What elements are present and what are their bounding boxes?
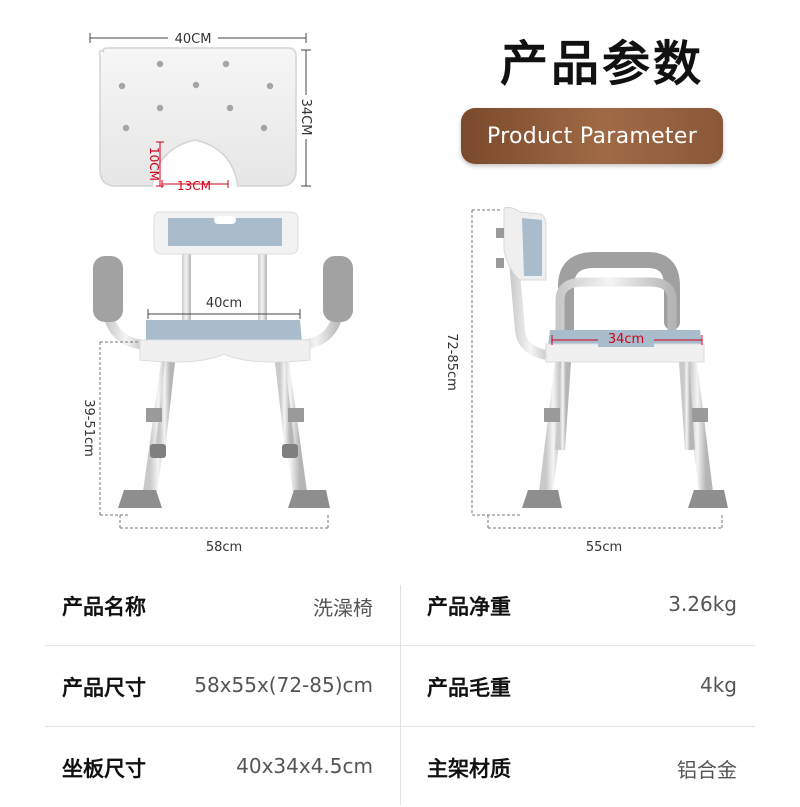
dim-side-seat-depth: 34cm (608, 332, 644, 347)
dim-front-width: 58cm (206, 540, 242, 555)
column-divider (400, 585, 401, 805)
dim-cutout-depth: 10CM (147, 147, 161, 181)
spec-label: 产品净重 (427, 595, 511, 619)
dim-seat-depth-top: 34CM (298, 99, 313, 136)
chair-front-view: 40cm 39-51cm 58cm (81, 211, 353, 555)
spec-value: 铝合金 (677, 758, 737, 782)
dim-seat-width-top: 40CM (175, 32, 212, 47)
page-title: 产品参数 (500, 36, 705, 92)
product-diagram: 40CM 34CM 10CM 13CM (81, 30, 728, 555)
spec-row: 坐板尺寸 40x34x4.5cm 主架材质 铝合金 (45, 727, 755, 807)
spec-label: 主架材质 (427, 757, 511, 781)
dim-side-depth: 55cm (586, 540, 622, 555)
dim-front-height: 39-51cm (81, 399, 96, 457)
spec-table: 产品名称 洗澡椅 产品净重 3.26kg 产品尺寸 58x55x(72-85)c… (45, 565, 755, 807)
spec-row: 产品尺寸 58x55x(72-85)cm 产品毛重 4kg (45, 646, 755, 727)
dim-front-seat-width: 40cm (206, 296, 242, 311)
dim-side-height: 72-85cm (444, 333, 459, 391)
spec-label: 产品名称 (62, 595, 146, 619)
spec-value: 40x34x4.5cm (236, 754, 373, 778)
spec-label: 产品尺寸 (62, 676, 146, 700)
spec-value: 洗澡椅 (313, 596, 373, 620)
spec-row: 产品名称 洗澡椅 产品净重 3.26kg (45, 565, 755, 646)
spec-value: 4kg (699, 673, 737, 697)
chair-side-view: 34cm 72-85cm 55cm (444, 207, 728, 555)
spec-value: 58x55x(72-85)cm (194, 673, 373, 697)
subtitle-badge: Product Parameter (461, 108, 723, 164)
spec-value: 3.26kg (668, 592, 737, 616)
dim-cutout-width: 13CM (177, 179, 211, 193)
spec-label: 坐板尺寸 (62, 757, 146, 781)
seat-top-view: 40CM 34CM 10CM 13CM (89, 30, 314, 193)
spec-label: 产品毛重 (427, 676, 511, 700)
